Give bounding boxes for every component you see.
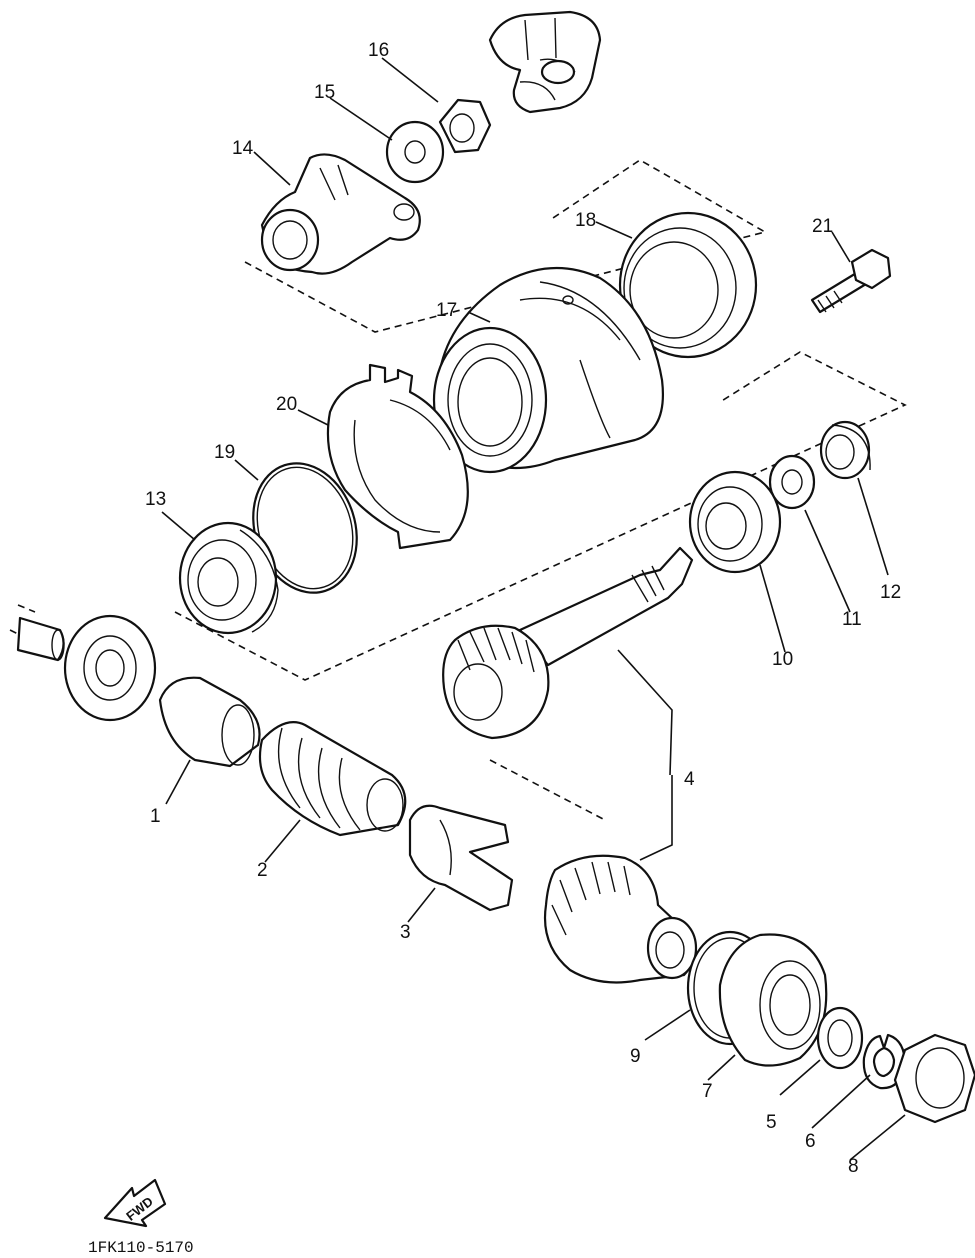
callout-20: 20 — [276, 394, 297, 415]
shaft-stub — [9, 604, 65, 662]
ball-bearing-shaft — [688, 470, 782, 574]
assembly-outline-upper — [244, 159, 768, 333]
lock-plate — [326, 363, 469, 550]
callout-16: 16 — [368, 40, 389, 61]
callout-17: 17 — [436, 300, 457, 321]
oil-seal — [819, 420, 871, 480]
ball-bearing-lower — [718, 933, 828, 1067]
assembly-outline-lower — [489, 759, 606, 821]
bearing-retainer-ring — [618, 211, 758, 359]
universal-joint — [488, 10, 602, 114]
callout-9: 9 — [630, 1046, 641, 1067]
ball-bearing-upper — [178, 521, 279, 635]
middle-drive-yoke — [260, 153, 421, 275]
bearing-left — [63, 614, 157, 722]
callout-15: 15 — [314, 82, 335, 103]
callout-7: 7 — [702, 1081, 713, 1102]
callout-13: 13 — [145, 489, 166, 510]
callout-6: 6 — [805, 1131, 816, 1152]
callout-1: 1 — [150, 806, 161, 827]
callout-21: 21 — [812, 216, 833, 237]
callout-8: 8 — [848, 1156, 859, 1177]
cam-follower — [408, 804, 514, 912]
callout-10: 10 — [772, 649, 793, 670]
callout-2: 2 — [257, 860, 268, 881]
plain-washer — [816, 1006, 864, 1070]
callout-4: 4 — [684, 769, 695, 790]
callout-19: 19 — [214, 442, 235, 463]
drive-pinion-shaft — [442, 546, 694, 740]
middle-driven-gear — [544, 854, 698, 984]
shim — [768, 454, 816, 510]
assembly-outline-middle — [174, 351, 907, 681]
callout-5: 5 — [766, 1112, 777, 1133]
callout-18: 18 — [575, 210, 596, 231]
drawing-code: 1FK110-5170 — [88, 1239, 194, 1257]
hex-bolt — [810, 248, 892, 314]
callout-14: 14 — [232, 138, 254, 159]
callout-11: 11 — [842, 609, 862, 630]
callout-12: 12 — [880, 582, 901, 603]
compression-spring — [258, 721, 407, 837]
forward-arrow-icon: FWD — [103, 1178, 167, 1228]
yoke-nut — [438, 98, 492, 154]
washer — [385, 120, 445, 184]
callout-3: 3 — [400, 922, 411, 943]
middle-gear-housing — [432, 266, 664, 474]
spacer-collar — [158, 676, 261, 768]
leader-lines — [161, 57, 906, 1161]
ring-nut — [893, 1033, 975, 1124]
